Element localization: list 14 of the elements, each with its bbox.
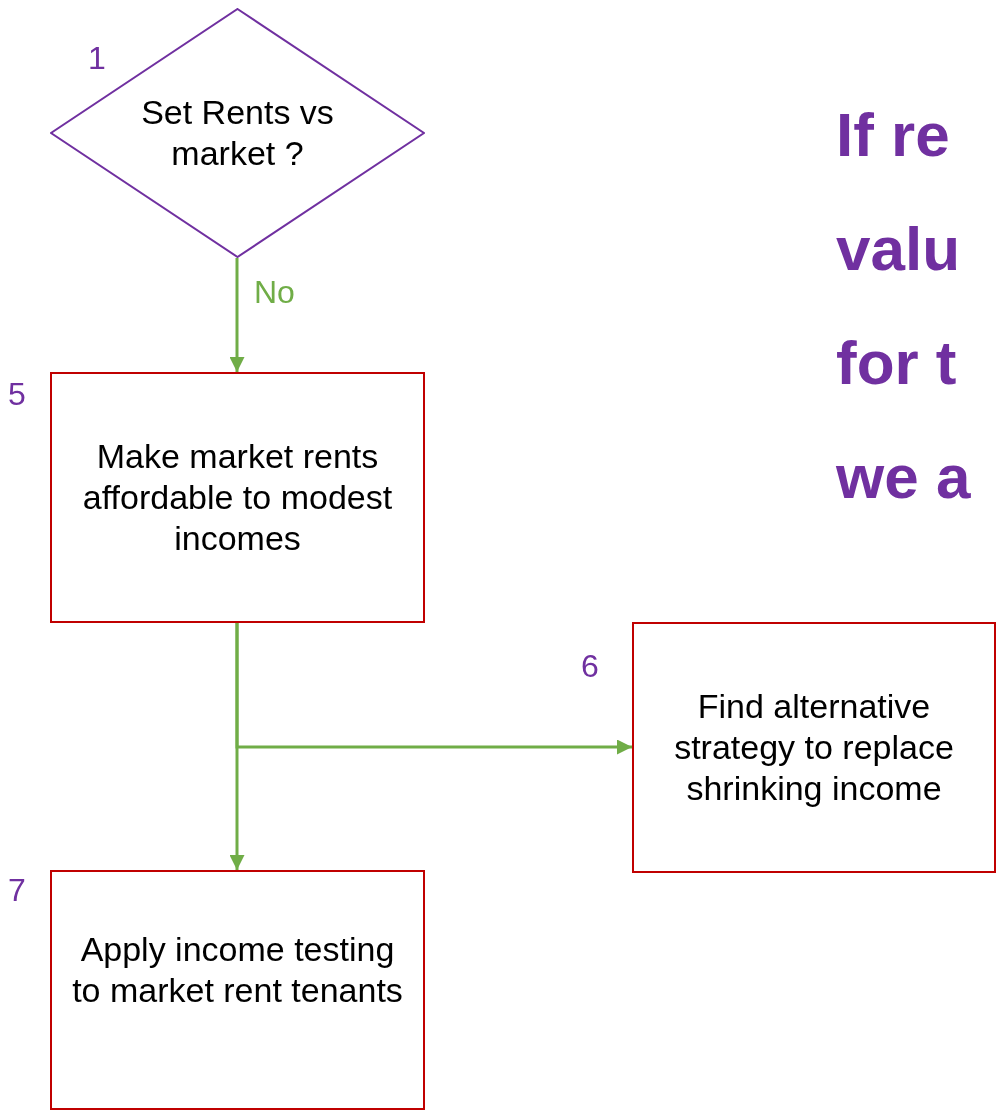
step-number: 5	[8, 376, 26, 413]
node-text: Set Rents vs market ?	[140, 92, 335, 174]
title: If re valu for t we a	[836, 99, 972, 513]
step-number: 7	[8, 872, 26, 909]
arrow	[229, 258, 245, 372]
process-box	[632, 622, 996, 873]
step-number: 6	[581, 648, 599, 685]
step-number: 1	[88, 40, 106, 77]
process-box	[50, 870, 425, 1110]
process-box	[50, 372, 425, 623]
node-text: Apply income testing to market rent tenants	[71, 929, 404, 1011]
arrow	[229, 623, 245, 870]
node-text: Find alternative strategy to replace shrinking income	[673, 686, 955, 809]
node-text: Make market rents affordable to modest incomes	[81, 436, 394, 559]
